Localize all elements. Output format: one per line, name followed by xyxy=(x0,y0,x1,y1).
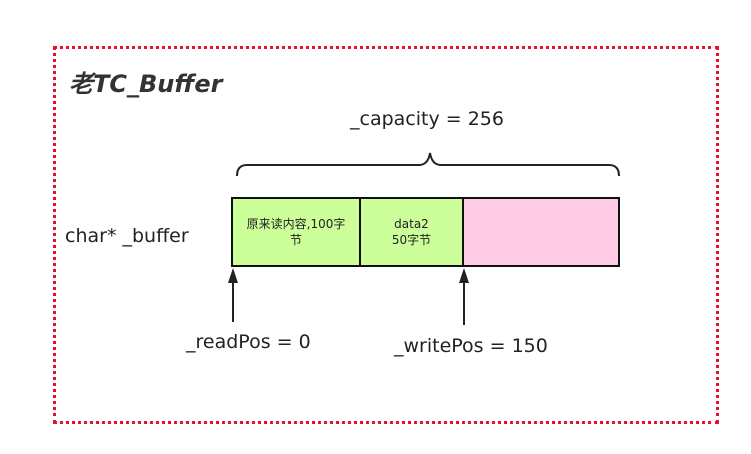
buffer-cell-read-content: 原来读内容,100字 节 xyxy=(231,197,361,267)
read-pos-label: _readPos = 0 xyxy=(186,331,311,353)
buffer-cell-data2: data2 50字节 xyxy=(359,197,464,267)
capacity-label: _capacity = 256 xyxy=(350,108,504,130)
cell-text-line-1: data2 xyxy=(394,217,429,231)
cell-text-line-1: 原来读内容,100字 xyxy=(246,217,346,231)
diagram-title: 老TC_Buffer xyxy=(69,70,223,98)
cell-text-line-2: 50字节 xyxy=(391,233,432,247)
outer-dotted-frame xyxy=(53,46,719,424)
buffer-cell-free-space xyxy=(462,197,620,267)
write-pos-label: _writePos = 150 xyxy=(394,335,548,357)
buffer-label: char* _buffer xyxy=(65,225,189,247)
cell-text-line-2: 节 xyxy=(289,233,302,247)
